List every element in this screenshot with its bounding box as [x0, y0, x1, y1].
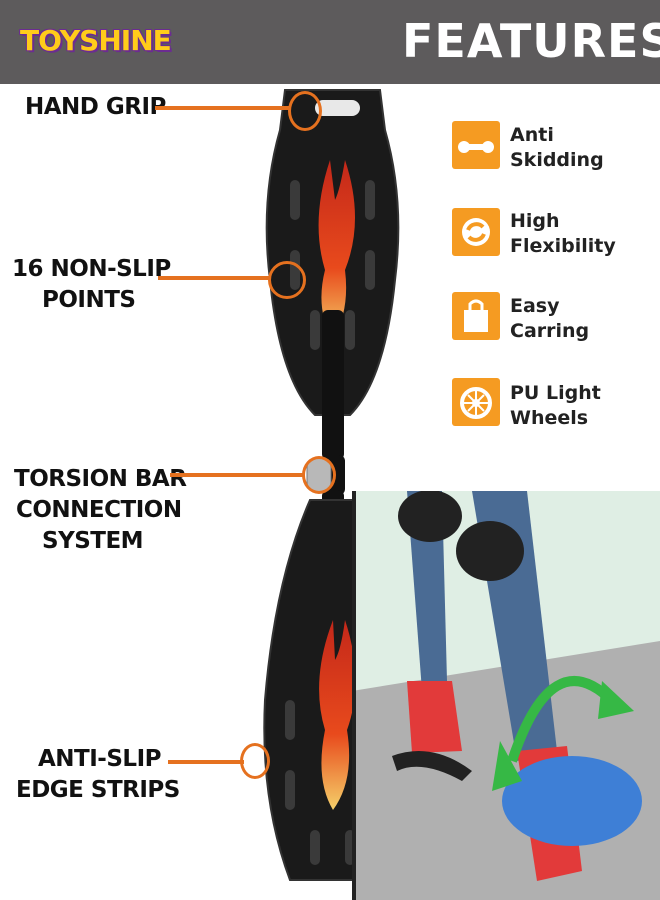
torsion-label-line2: CONNECTION [16, 497, 182, 523]
feature-wheels-line1: PU Light [510, 382, 601, 404]
feature-carrying-line2: Carring [510, 320, 590, 342]
non-slip-line [158, 276, 270, 280]
feature-flexibility-line2: Flexibility [510, 235, 616, 257]
torsion-label-line3: SYSTEM [42, 528, 144, 554]
feature-carrying-line1: Easy [510, 295, 560, 317]
wheel-icon-glyph [460, 387, 492, 419]
torsion-line [170, 473, 304, 477]
feature-flexibility-line1: High [510, 210, 560, 232]
torsion-label: TORSION BAR CONNECTION SYSTEM [14, 464, 187, 557]
torsion-label-line1: TORSION BAR [14, 466, 187, 492]
edge-strips-label: ANTI-SLIP EDGE STRIPS [16, 744, 180, 806]
edge-strips-line [168, 760, 244, 764]
non-slip-marker [268, 261, 306, 299]
wheel-icon [452, 378, 500, 426]
edge-strips-label-line1: ANTI-SLIP [38, 746, 161, 772]
anti-skid-icon-glyph [458, 141, 494, 153]
feature-anti-skid-line1: Anti [510, 124, 554, 146]
bag-icon [452, 292, 500, 340]
feature-wheels: PU Light Wheels [510, 381, 601, 431]
hand-grip-label: HAND GRIP [25, 94, 166, 120]
rider-illustration [352, 491, 660, 900]
header-bar: TOYSHINE FEATURES [0, 0, 660, 84]
feature-carrying: Easy Carring [510, 294, 589, 344]
bag-icon-glyph [464, 299, 488, 332]
hand-grip-line [155, 106, 290, 110]
feature-flexibility: High Flexibility [510, 209, 616, 259]
page-title: FEATURES [402, 14, 660, 68]
non-slip-label-line2: POINTS [42, 287, 136, 313]
feature-wheels-line2: Wheels [510, 407, 589, 429]
non-slip-label-line1: 16 NON-SLIP [12, 256, 171, 282]
edge-strips-label-line2: EDGE STRIPS [16, 777, 180, 803]
torsion-marker [302, 456, 336, 494]
brand-logo[interactable]: TOYSHINE [12, 10, 172, 68]
non-slip-label: 16 NON-SLIP POINTS [12, 254, 171, 316]
flexibility-icon [452, 208, 500, 256]
logo-text: TOYSHINE [20, 24, 172, 57]
feature-anti-skid: Anti Skidding [510, 123, 604, 173]
hand-grip-marker [288, 91, 322, 131]
edge-strips-marker [240, 743, 270, 779]
anti-skid-icon [452, 121, 500, 169]
flexibility-icon-glyph [462, 218, 490, 246]
feature-anti-skid-line2: Skidding [510, 149, 604, 171]
